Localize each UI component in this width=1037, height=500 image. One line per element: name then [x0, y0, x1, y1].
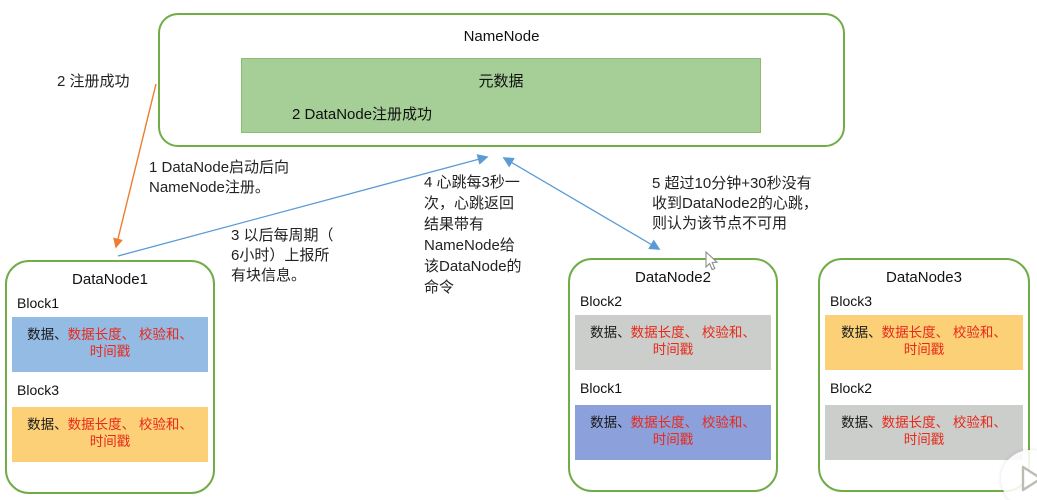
- block-data-text: 数据、: [841, 325, 882, 340]
- datanode1-title: DataNode1: [72, 271, 148, 288]
- play-button[interactable]: [1001, 450, 1037, 500]
- block-red-text: 时间戳: [652, 342, 694, 357]
- block-row: 数据、数据长度、 校验和、 时间戳: [825, 315, 1023, 370]
- annotation-step1: 1 DataNode启动后向 NameNode注册。: [149, 159, 290, 196]
- block-row: 数据、数据长度、 校验和、 时间戳: [575, 405, 771, 460]
- block-label: Block2: [830, 380, 873, 396]
- block-label: Block2: [580, 293, 623, 309]
- datanode3-box: DataNode3 Block3 数据、数据长度、 校验和、 时间戳 Block…: [818, 258, 1030, 492]
- block-red-text: 数据长度、 校验和、: [881, 415, 1007, 430]
- namenode-title: NameNode: [463, 28, 540, 45]
- block-red-text: 时间戳: [89, 344, 131, 359]
- block-red-text: 数据长度、 校验和、: [630, 415, 756, 430]
- annotation-step2: 2 注册成功: [57, 73, 130, 90]
- block-red-text: 数据长度、 校验和、: [881, 325, 1007, 340]
- annotation-step4: 4 心跳每3秒一 次，心跳返回 结果带有 NameNode给 该DataNode…: [424, 174, 522, 296]
- annotation-step3: 3 以后每周期（ 6小时）上报所 有块信息。: [231, 227, 334, 284]
- block-data-text: 数据、: [590, 415, 631, 430]
- block-label: Block3: [17, 382, 60, 398]
- block-red-text: 数据长度、 校验和、: [67, 327, 193, 342]
- block-row: 数据、数据长度、 校验和、 时间戳: [12, 317, 208, 372]
- block-label: Block3: [830, 293, 873, 309]
- block-data-text: 数据、: [27, 327, 68, 342]
- block-red-text: 时间戳: [903, 432, 945, 447]
- block-red-text: 时间戳: [903, 342, 945, 357]
- block-label: Block1: [17, 295, 60, 311]
- datanode3-title: DataNode3: [886, 269, 962, 286]
- datanode1-box: DataNode1 Block1 数据、数据长度、 校验和、 时间戳 Block…: [5, 260, 215, 494]
- block-row: 数据、数据长度、 校验和、 时间戳: [12, 407, 208, 462]
- block-row: 数据、数据长度、 校验和、 时间戳: [825, 405, 1023, 460]
- block-data-text: 数据、: [590, 325, 631, 340]
- block-label: Block1: [580, 380, 623, 396]
- datanode2-title: DataNode2: [635, 269, 711, 286]
- block-red-text: 数据长度、 校验和、: [67, 417, 193, 432]
- block-red-text: 时间戳: [89, 434, 131, 449]
- metadata-box: 元数据 2 DataNode注册成功: [241, 58, 761, 133]
- block-red-text: 数据长度、 校验和、: [630, 325, 756, 340]
- block-data-text: 数据、: [27, 417, 68, 432]
- block-row: 数据、数据长度、 校验和、 时间戳: [575, 315, 771, 370]
- register-success-label: 2 DataNode注册成功: [292, 106, 433, 123]
- annotation-step5: 5 超过10分钟+30秒没有 收到DataNode2的心跳， 则认为该节点不可用: [652, 175, 818, 232]
- metadata-label: 元数据: [478, 73, 524, 90]
- datanode2-box: DataNode2 Block2 数据、数据长度、 校验和、 时间戳 Block…: [568, 258, 778, 492]
- play-icon: [1021, 465, 1037, 492]
- block-red-text: 时间戳: [652, 432, 694, 447]
- block-data-text: 数据、: [841, 415, 882, 430]
